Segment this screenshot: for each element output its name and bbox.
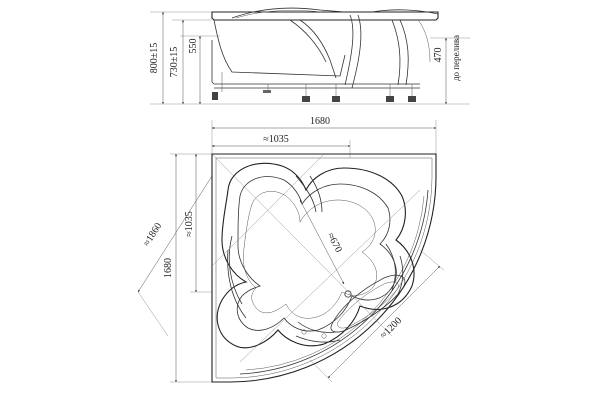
front-width-dim-line	[327, 265, 441, 379]
total-height-label: 800±15	[149, 43, 160, 74]
inner-depth-label: 550	[188, 39, 199, 54]
adjustable-feet	[212, 90, 416, 102]
support-frame	[214, 72, 420, 100]
overflow-height-label: 470	[433, 48, 444, 63]
jet-icon-2	[301, 329, 307, 335]
diagonal-ext-line	[137, 291, 169, 337]
width-label: 1680	[310, 116, 330, 127]
depth-label: 1680	[163, 258, 174, 278]
apron-curve	[239, 189, 429, 375]
front-width-label: ≈1200	[378, 315, 404, 341]
side-view: 800±15 730±15 550 470 до перелива	[149, 7, 470, 105]
tub-shell-side	[211, 7, 439, 89]
overflow-note-label: до перелива	[451, 35, 461, 81]
diagonal-label: ≈1860	[141, 221, 164, 248]
jet-icon	[321, 333, 327, 339]
inner-width-label: ≈1035	[263, 134, 289, 145]
inner-depth-top-label: ≈1035	[184, 211, 195, 237]
front-width-ext-right	[419, 249, 445, 271]
top-view: 1680 ≈1035 1680 ≈1035 ≈1860	[137, 116, 445, 383]
cross-axis-line	[211, 153, 325, 267]
rim-height-label: 730±15	[169, 47, 180, 78]
inner-diameter-label: ≈670	[325, 231, 344, 254]
basin-outline	[216, 162, 415, 349]
front-chord-line	[239, 189, 421, 363]
diagonal-dim-line	[137, 175, 213, 293]
front-width-ext-left	[309, 359, 333, 383]
